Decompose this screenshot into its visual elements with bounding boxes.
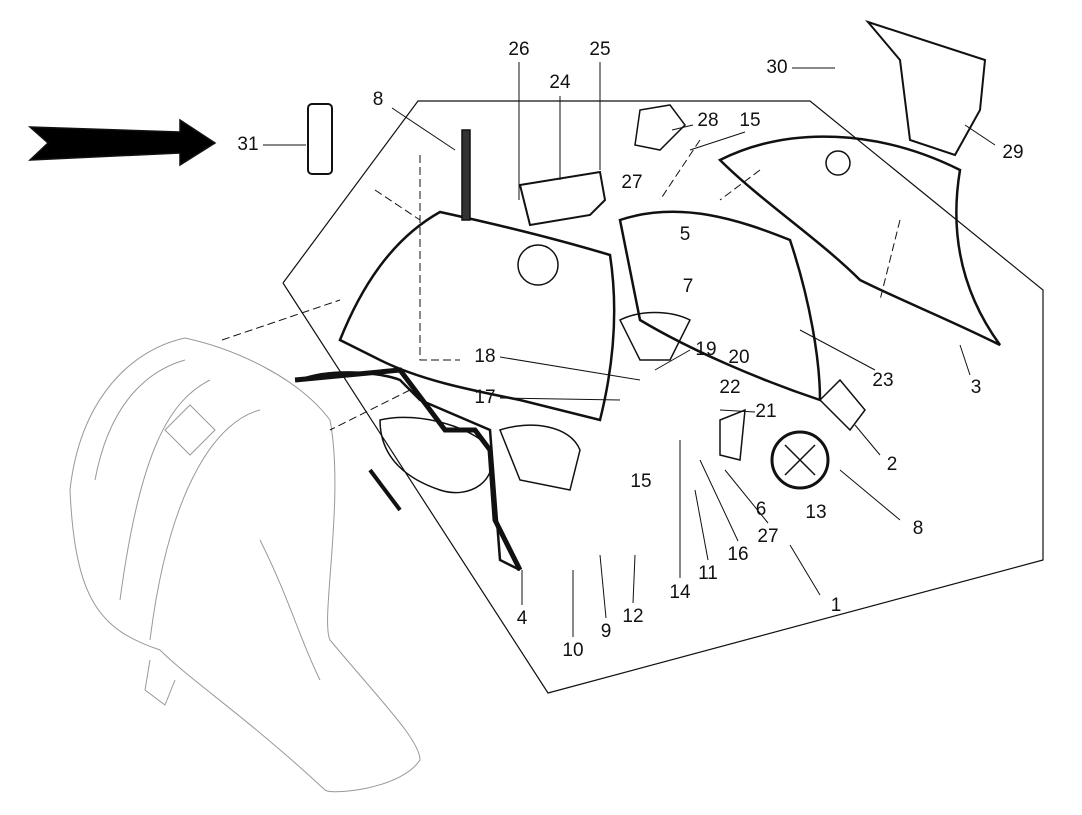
part-label-13: 13	[805, 502, 827, 523]
part-label-6: 6	[755, 499, 767, 520]
part-label-18: 18	[474, 346, 496, 367]
part-label-17: 17	[474, 387, 496, 408]
part-label-7: 7	[682, 276, 694, 297]
part-label-28: 28	[697, 110, 719, 131]
part-label-20: 20	[728, 347, 750, 368]
part-label-8b: 8	[912, 518, 924, 539]
part-label-11: 11	[698, 563, 718, 584]
direction-arrow-icon	[27, 118, 217, 167]
leg-shield-left	[299, 210, 616, 572]
part-2	[818, 378, 866, 432]
part-label-24: 24	[549, 72, 571, 93]
part-24	[518, 170, 607, 227]
assembly-boundary	[282, 100, 1044, 694]
part-8-strip	[461, 129, 471, 221]
part-label-12: 12	[622, 606, 644, 627]
part-label-8: 8	[372, 89, 384, 110]
part-label-25: 25	[589, 39, 611, 60]
part-label-5: 5	[679, 224, 691, 245]
front-shield	[69, 337, 421, 793]
part-label-9: 9	[600, 621, 612, 642]
part-label-16: 16	[727, 544, 749, 565]
part-29	[864, 19, 987, 157]
part-label-26: 26	[508, 39, 530, 60]
part-label-22: 22	[719, 377, 741, 398]
part-6	[719, 408, 746, 461]
part-label-2: 2	[886, 454, 898, 475]
part-label-3: 3	[970, 377, 982, 398]
part-31	[307, 103, 333, 175]
part-label-15: 15	[739, 110, 761, 131]
leg-shield-right	[618, 135, 1002, 402]
part-label-29: 29	[1002, 142, 1024, 163]
part-label-27b: 27	[757, 526, 779, 547]
part-label-10: 10	[562, 640, 584, 661]
part-label-14: 14	[669, 582, 691, 603]
part-4	[294, 367, 523, 572]
part-label-4: 4	[516, 608, 528, 629]
part-label-15b: 15	[630, 471, 652, 492]
part-label-1: 1	[830, 595, 842, 616]
part-28	[634, 104, 686, 151]
part-13	[770, 430, 830, 490]
part-label-19: 19	[695, 339, 717, 360]
part-label-21: 21	[755, 401, 777, 422]
part-label-31: 31	[237, 134, 259, 155]
part-label-27: 27	[621, 172, 643, 193]
part-label-23: 23	[872, 370, 894, 391]
part-label-30: 30	[766, 57, 788, 78]
